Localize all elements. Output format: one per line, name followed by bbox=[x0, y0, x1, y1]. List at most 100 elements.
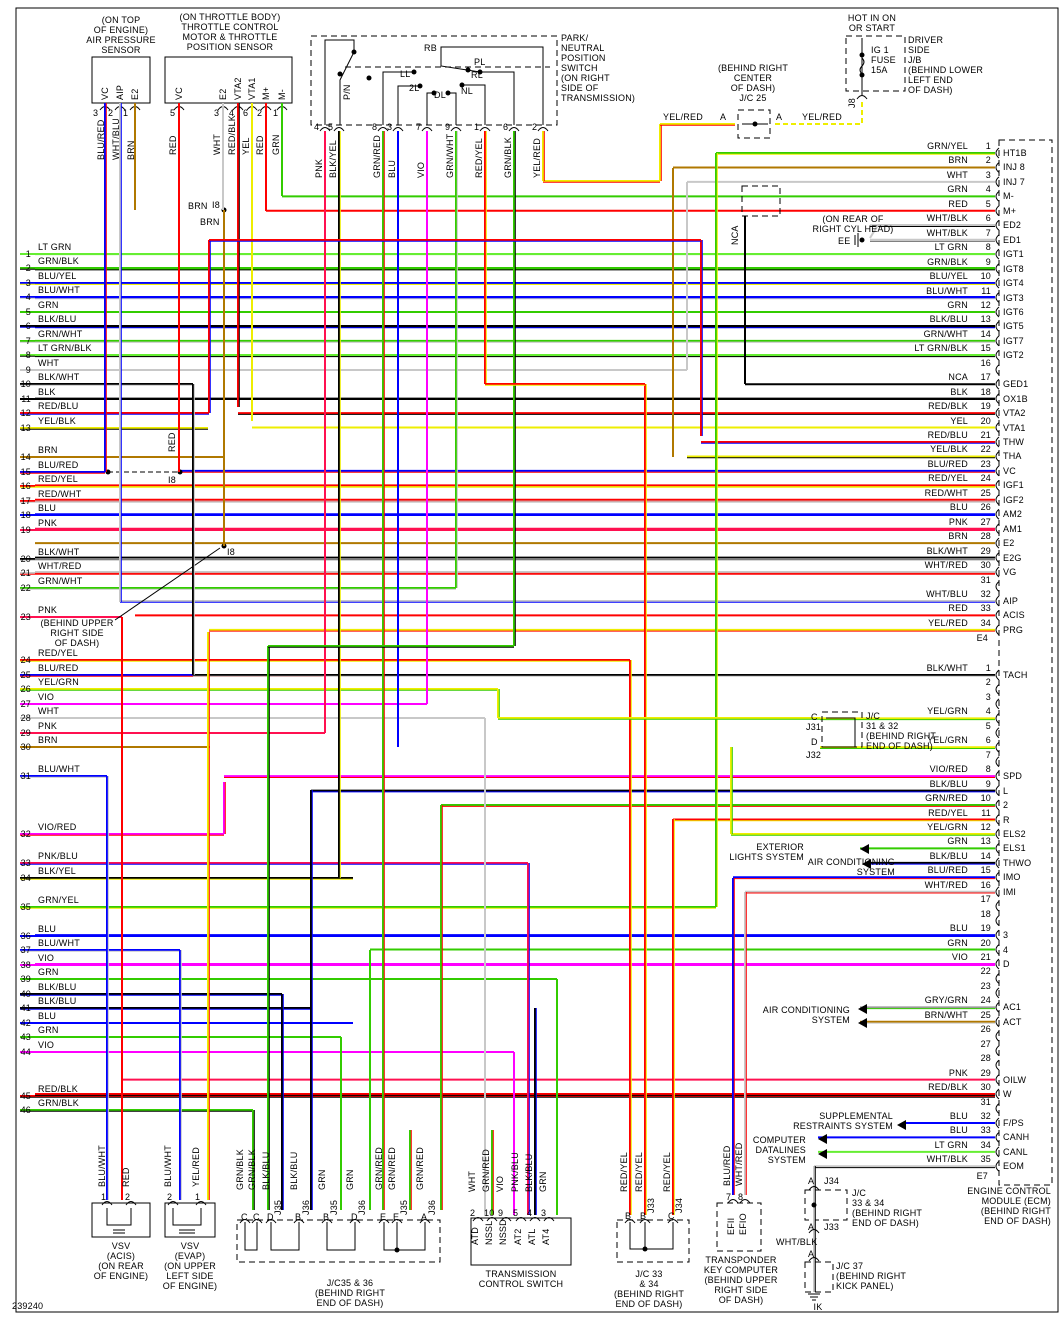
connector-terminal-icon bbox=[450, 127, 462, 132]
left-row-number: 14 bbox=[20, 452, 31, 462]
left-row-number: 15 bbox=[20, 467, 31, 477]
park-neutral-switch-box bbox=[310, 35, 558, 126]
ecm-pin-wire-label: GRN/BLK bbox=[927, 256, 968, 267]
pin-number: 1 bbox=[195, 1192, 201, 1202]
connector-terminal-icon bbox=[319, 127, 331, 132]
switch-contact-dot bbox=[477, 69, 483, 75]
pin-name: NSSL bbox=[484, 1220, 494, 1245]
ecm-pin-number: 11 bbox=[981, 285, 991, 296]
left-row-number: 36 bbox=[20, 931, 31, 941]
connector-terminal-icon bbox=[239, 1219, 251, 1224]
left-row-wire-label: BLU/WHT bbox=[38, 938, 80, 948]
ecm-pin-number: 30 bbox=[980, 560, 991, 571]
wire-label: GRN bbox=[271, 134, 281, 155]
pin-name: M- bbox=[277, 89, 287, 100]
ecm-pin-name: AC1 bbox=[1003, 1002, 1022, 1013]
pin-letter: D bbox=[267, 1212, 274, 1222]
left-row-number: 6 bbox=[25, 321, 31, 331]
ecm-pin-number: 5 bbox=[985, 720, 991, 731]
ecm-pin-terminal-icon bbox=[995, 508, 1000, 520]
ecm-pin-name: THW bbox=[1003, 437, 1025, 447]
park-neutral-switch-title: PARK/ NEUTRAL POSITION SWITCH (ON RIGHT … bbox=[561, 33, 636, 103]
connector-terminal-icon bbox=[167, 1201, 179, 1206]
fuse-box bbox=[845, 35, 906, 92]
pin-number: 5 bbox=[170, 108, 176, 118]
ecm-pin-terminal-icon bbox=[995, 479, 1000, 491]
ecm-pin-number: 28 bbox=[980, 531, 991, 542]
ecm-pin-wire-label: GRN/YEL bbox=[927, 141, 968, 151]
ecm-pin-number: 14 bbox=[980, 850, 991, 861]
ecm-pin-terminal-icon bbox=[995, 610, 1000, 621]
ecm-pin-terminal-icon bbox=[995, 828, 1000, 840]
ecm-pin-terminal-icon bbox=[995, 451, 1000, 462]
pin-number: 1 bbox=[123, 108, 129, 118]
fuse-icon bbox=[859, 57, 865, 75]
ecm-pin-number: 21 bbox=[980, 430, 991, 440]
ecm-connector-id: E4 bbox=[976, 633, 988, 643]
left-row-number: 17 bbox=[20, 496, 31, 506]
ecm-pin-number: 22 bbox=[980, 966, 991, 977]
pin-letter: C bbox=[668, 1211, 675, 1221]
ecm-pin-wire-label: YEL/GRN bbox=[927, 735, 968, 746]
connector-terminal-icon bbox=[537, 127, 549, 132]
pin-number: 7 bbox=[416, 122, 422, 132]
ecm-pin-number: 18 bbox=[980, 386, 991, 397]
ecm-pin-terminal-icon bbox=[995, 871, 1000, 883]
ecm-pin-wire-label: RED/BLK bbox=[928, 1082, 968, 1093]
jc3334-b-title: J/C 33 & 34 (BEHIND RIGHT END OF DASH) bbox=[852, 1188, 923, 1228]
wire-label: RED/BLK bbox=[227, 115, 237, 155]
left-row-wire-label: BRN bbox=[38, 445, 58, 455]
wire-label: RED bbox=[255, 135, 265, 155]
ecm-pin-wire-label: RED/WHT bbox=[924, 487, 968, 498]
left-row-number: 42 bbox=[20, 1018, 31, 1028]
ecm-pin-terminal-icon bbox=[995, 335, 1000, 347]
pin-name: E2 bbox=[218, 88, 228, 100]
ecm-box bbox=[998, 139, 1053, 1186]
ecm-pin-terminal-icon bbox=[995, 205, 1000, 217]
pin-number: 5 bbox=[513, 1208, 519, 1218]
ecm-pin-terminal-icon bbox=[995, 349, 1000, 361]
left-row-number: 43 bbox=[20, 1032, 31, 1042]
ecm-pin-terminal-icon bbox=[995, 523, 1000, 535]
jc25-title: (BEHIND RIGHT CENTER OF DASH) J/C 25 bbox=[717, 63, 789, 103]
splice-dot bbox=[642, 1246, 648, 1252]
ecm-pin-number: 1 bbox=[985, 663, 991, 673]
connector-terminal-icon bbox=[321, 1219, 333, 1224]
ecm-pin-number: 17 bbox=[980, 372, 991, 383]
pin-letter: B bbox=[323, 1212, 330, 1222]
wire-label: RED/YEL bbox=[662, 1152, 672, 1192]
pin-name: VC bbox=[174, 87, 184, 100]
connector-terminal-icon bbox=[543, 1217, 555, 1222]
ecm-pin-number: 9 bbox=[985, 256, 991, 267]
jc-j34: J34 bbox=[824, 1176, 840, 1186]
left-row-number: 24 bbox=[20, 655, 31, 665]
ecm-pin-terminal-icon bbox=[995, 1103, 1000, 1114]
pin-name: VTA2 bbox=[233, 77, 243, 100]
ecm-pin-number: 15 bbox=[980, 343, 991, 354]
jc37-pin-a: A bbox=[808, 1249, 815, 1259]
ecm-pin-terminal-icon bbox=[995, 321, 1000, 332]
ecm-pin-terminal-icon bbox=[995, 292, 1000, 303]
pin-name: ATD bbox=[470, 1227, 480, 1245]
pin-number: 2 bbox=[470, 1208, 476, 1218]
ecm-pin-terminal-icon bbox=[995, 364, 1000, 376]
wire-label: BLK/BLU bbox=[289, 1151, 299, 1190]
pin-number: 2 bbox=[108, 108, 114, 118]
ecm-pin-wire-label: RED bbox=[948, 603, 968, 614]
switch-contact-dot bbox=[431, 90, 437, 96]
ecm-pin-terminal-icon bbox=[995, 727, 1000, 739]
pin-number: 3 bbox=[93, 108, 99, 118]
ecm-pin-terminal-icon bbox=[995, 306, 1000, 318]
ecm-pin-number: 34 bbox=[980, 1139, 991, 1150]
left-row-number: 21 bbox=[20, 568, 31, 578]
ecm-pin-wire-label: RED/YEL bbox=[928, 807, 968, 818]
left-row-number: 38 bbox=[20, 960, 31, 970]
ecm-pin-name: VC bbox=[1003, 465, 1016, 476]
wire-label: WHT/BLU bbox=[111, 118, 121, 160]
ecm-pin-terminal-icon bbox=[995, 843, 1000, 854]
splice-dot bbox=[811, 1202, 817, 1208]
ecm-pin-name: GED1 bbox=[1003, 379, 1029, 390]
arrow-icon bbox=[818, 1134, 827, 1144]
ecm-pin-wire-label: WHT/BLK bbox=[926, 227, 968, 238]
